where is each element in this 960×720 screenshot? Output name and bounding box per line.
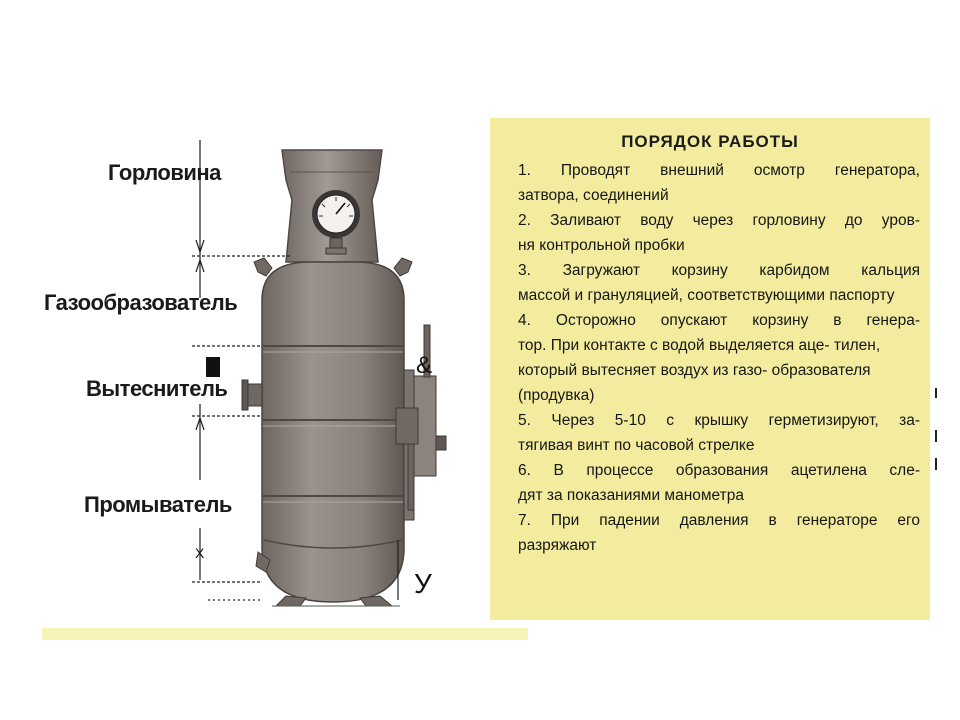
label-washer: Промыватель: [84, 492, 232, 517]
procedure-step: 2. Заливают воду через горловину до уров…: [518, 212, 920, 254]
marker-square: [206, 357, 220, 377]
dimension-lines: [192, 140, 399, 601]
vessel-top-fittings: [253, 257, 413, 277]
manometer-icon: [312, 190, 360, 255]
label-gas-generator: Газообразователь: [44, 290, 238, 315]
y-mark: У: [414, 568, 432, 599]
procedure-step: 1. Проводят внешний осмотр генератора, з…: [518, 162, 920, 204]
x-mark: X: [195, 545, 205, 561]
vessel-body: [261, 261, 405, 603]
ampersand-mark: &: [416, 352, 433, 379]
procedure-step: 3. Загружают корзину карбидом кальция ма…: [518, 262, 920, 304]
left-nozzle: [241, 379, 263, 411]
procedure-step: 7. При падении давления в генераторе его…: [518, 512, 920, 554]
procedure-steps: 1. Проводят внешний осмотр генератора, з…: [518, 158, 920, 558]
vessel-legs: [255, 551, 394, 607]
procedure-step: 6. В процессе образования ацетилена сле-…: [518, 462, 920, 504]
procedure-step: 4. Осторожно опускают корзину в генера- …: [518, 312, 920, 404]
label-neck: Горловина: [108, 160, 221, 185]
procedure-title: ПОРЯДОК РАБОТЫ: [621, 132, 799, 151]
label-displacer: Вытеснитель: [86, 376, 228, 401]
procedure-panel: ПОРЯДОК РАБОТЫ 1. Проводят внешний осмот…: [490, 118, 930, 620]
edge-marks: [935, 388, 937, 470]
procedure-step: 5. Через 5-10 с крышку герметизируют, за…: [518, 412, 920, 454]
right-pipe-assembly: [395, 324, 447, 521]
bottom-strip: [42, 628, 528, 640]
